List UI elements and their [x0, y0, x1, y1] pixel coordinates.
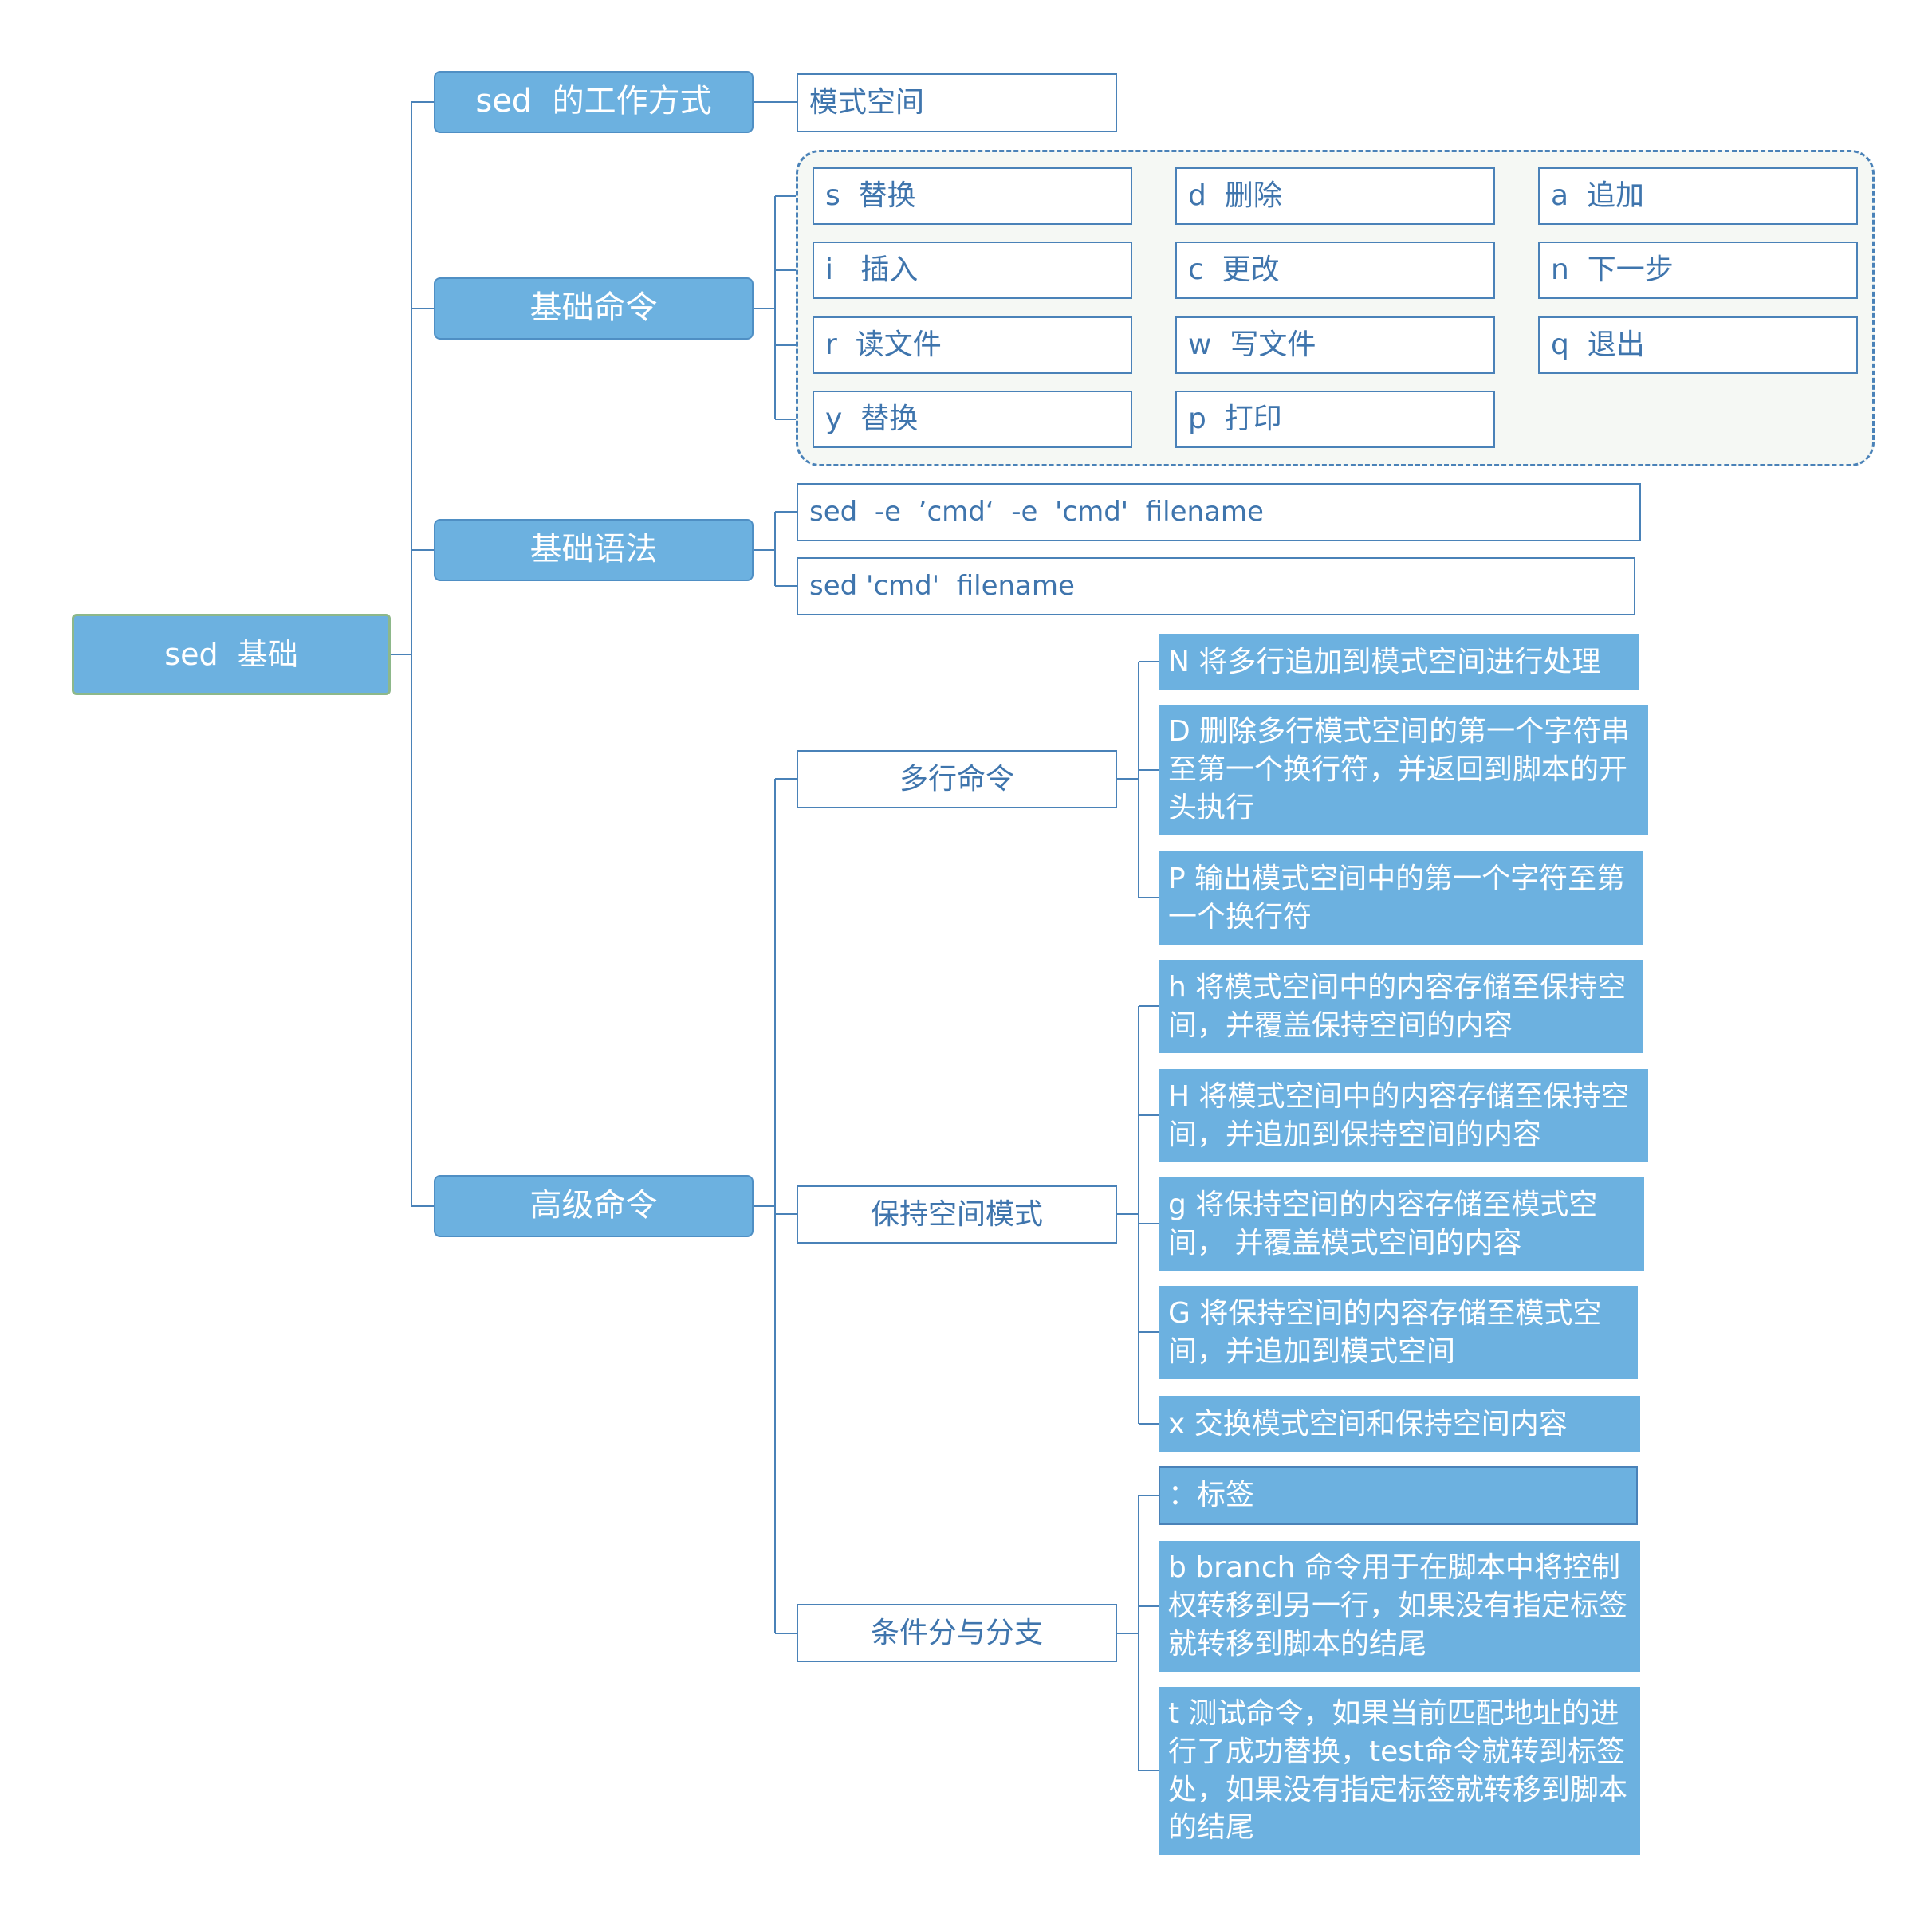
command-r[interactable]: r 读文件: [813, 316, 1132, 374]
branching-commands[interactable]: 条件分与分支: [797, 1604, 1117, 1662]
multiline-commands[interactable]: 多行命令: [797, 750, 1117, 808]
root-node[interactable]: sed 基础: [72, 614, 391, 695]
command-d[interactable]: d 删除: [1175, 167, 1495, 225]
hold-x[interactable]: x 交换模式空间和保持空间内容: [1159, 1396, 1640, 1452]
hold-g[interactable]: g 将保持空间的内容存储至模式空 间， 并覆盖模式空间的内容: [1159, 1177, 1644, 1271]
syntax-with-e[interactable]: sed -e ’cmd‘ -e 'cmd' filename: [797, 483, 1641, 541]
hold-h[interactable]: h 将模式空间中的内容存储至保持空 间，并覆盖保持空间的内容: [1159, 960, 1643, 1053]
syntax-simple[interactable]: sed 'cmd' filename: [797, 557, 1635, 615]
branch-label[interactable]: ：标签: [1159, 1466, 1638, 1525]
hold-space-mode[interactable]: 保持空间模式: [797, 1185, 1117, 1244]
multiline-D[interactable]: D 删除多行模式空间的第一个字符串 至第一个换行符，并返回到脚本的开 头执行: [1159, 705, 1648, 835]
command-n[interactable]: n 下一步: [1538, 242, 1858, 299]
command-p[interactable]: p 打印: [1175, 391, 1495, 448]
command-c[interactable]: c 更改: [1175, 242, 1495, 299]
multiline-P[interactable]: P 输出模式空间中的第一个字符至第 一个换行符: [1159, 851, 1643, 945]
branch-b[interactable]: b branch 命令用于在脚本中将控制 权转移到另一行，如果没有指定标签 就转…: [1159, 1541, 1640, 1672]
command-y[interactable]: y 替换: [813, 391, 1132, 448]
branch-advanced-commands[interactable]: 高级命令: [434, 1175, 754, 1237]
command-q[interactable]: q 退出: [1538, 316, 1858, 374]
pattern-space-node[interactable]: 模式空间: [797, 73, 1117, 132]
branch-t[interactable]: t 测试命令，如果当前匹配地址的进 行了成功替换，test命令就转到标签 处，如…: [1159, 1687, 1640, 1855]
multiline-N[interactable]: N 将多行追加到模式空间进行处理: [1159, 634, 1639, 690]
branch-basic-syntax[interactable]: 基础语法: [434, 519, 754, 581]
branch-how-it-works[interactable]: sed 的工作方式: [434, 71, 754, 133]
command-a[interactable]: a 追加: [1538, 167, 1858, 225]
hold-H[interactable]: H 将模式空间中的内容存储至保持空 间，并追加到保持空间的内容: [1159, 1069, 1648, 1162]
branch-basic-commands[interactable]: 基础命令: [434, 277, 754, 340]
command-w[interactable]: w 写文件: [1175, 316, 1495, 374]
command-i[interactable]: i 插入: [813, 242, 1132, 299]
command-s[interactable]: s 替换: [813, 167, 1132, 225]
hold-G[interactable]: G 将保持空间的内容存储至模式空 间，并追加到模式空间: [1159, 1286, 1638, 1379]
